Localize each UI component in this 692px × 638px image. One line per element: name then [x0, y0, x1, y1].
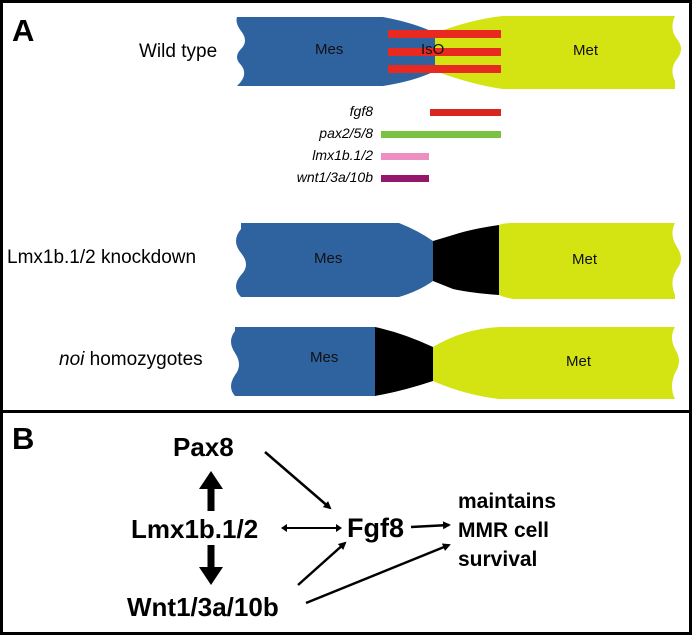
pax258-expression-bar: [381, 131, 501, 138]
wnt-to-fgf8-arrow: [297, 541, 347, 586]
lmx-gene-label: lmx1b.1/2: [312, 147, 373, 163]
wildtype-stripe-3: [388, 65, 501, 73]
panel-a-letter: A: [12, 13, 35, 48]
wildtype-mes-label: Mes: [315, 41, 344, 58]
panel-divider: [3, 410, 692, 413]
panel-a-graphics: [231, 16, 681, 399]
knockdown-mes-label: Mes: [314, 250, 343, 267]
wildtype-met-label: Met: [573, 42, 599, 59]
wildtype-iso-label: IsO: [421, 41, 445, 58]
knockdown-label: Lmx1b.1/2 knockdown: [7, 247, 197, 268]
lmx-node: Lmx1b.1/2: [131, 514, 259, 544]
wildtype-mes-region: [236, 17, 435, 86]
wildtype-label: Wild type: [139, 41, 218, 62]
lmx-to-pax8-arrow: [199, 471, 223, 511]
wildtype-stripe-2: [388, 48, 501, 56]
knockdown-met-region: [499, 223, 681, 299]
fgf8-gene-label: fgf8: [349, 103, 373, 119]
fgf8-expression-bar: [430, 109, 501, 116]
lmx-fgf8-double-arrow: [281, 524, 342, 532]
wnt-expression-bar: [381, 175, 429, 182]
outcome-line-1: maintains: [458, 490, 557, 513]
wnt-node: Wnt1/3a/10b: [127, 592, 279, 622]
fgf8-to-outcome-arrow: [410, 521, 451, 530]
wildtype-neural-tube: [236, 16, 681, 89]
noi-label-rest: homozygotes: [84, 349, 203, 370]
knockdown-met-label: Met: [572, 251, 598, 268]
noi-mes-label: Mes: [310, 349, 339, 366]
outcome-text: maintains MMR cell survival: [458, 487, 556, 574]
outcome-line-3: survival: [458, 548, 538, 571]
outcome-line-2: MMR cell: [458, 519, 550, 542]
wnt-to-outcome-arrow: [305, 543, 451, 605]
noi-mes-region: [231, 327, 375, 396]
wildtype-stripe-1: [388, 30, 501, 38]
pax8-node: Pax8: [173, 432, 234, 462]
pax8-to-fgf8-arrow: [264, 451, 332, 510]
knockdown-black-region: [433, 225, 499, 295]
noi-neural-tube: [231, 327, 679, 399]
panel-b-letter: B: [12, 421, 35, 456]
noi-met-label: Met: [566, 353, 592, 370]
noi-black-region: [375, 327, 433, 396]
fgf8-node: Fgf8: [347, 513, 404, 543]
knockdown-mes-region: [236, 223, 433, 297]
noi-label-italic: noi: [59, 349, 85, 370]
knockdown-neural-tube: [236, 223, 681, 299]
noi-label: noi homozygotes: [59, 349, 203, 371]
lmx-expression-bar: [381, 153, 429, 160]
wnt-gene-label: wnt1/3a/10b: [296, 169, 373, 185]
panel-b-arrows: [199, 451, 451, 605]
pax258-gene-label: pax2/5/8: [319, 125, 373, 141]
noi-met-region: [433, 327, 679, 399]
lmx-to-wnt-arrow: [199, 545, 223, 585]
